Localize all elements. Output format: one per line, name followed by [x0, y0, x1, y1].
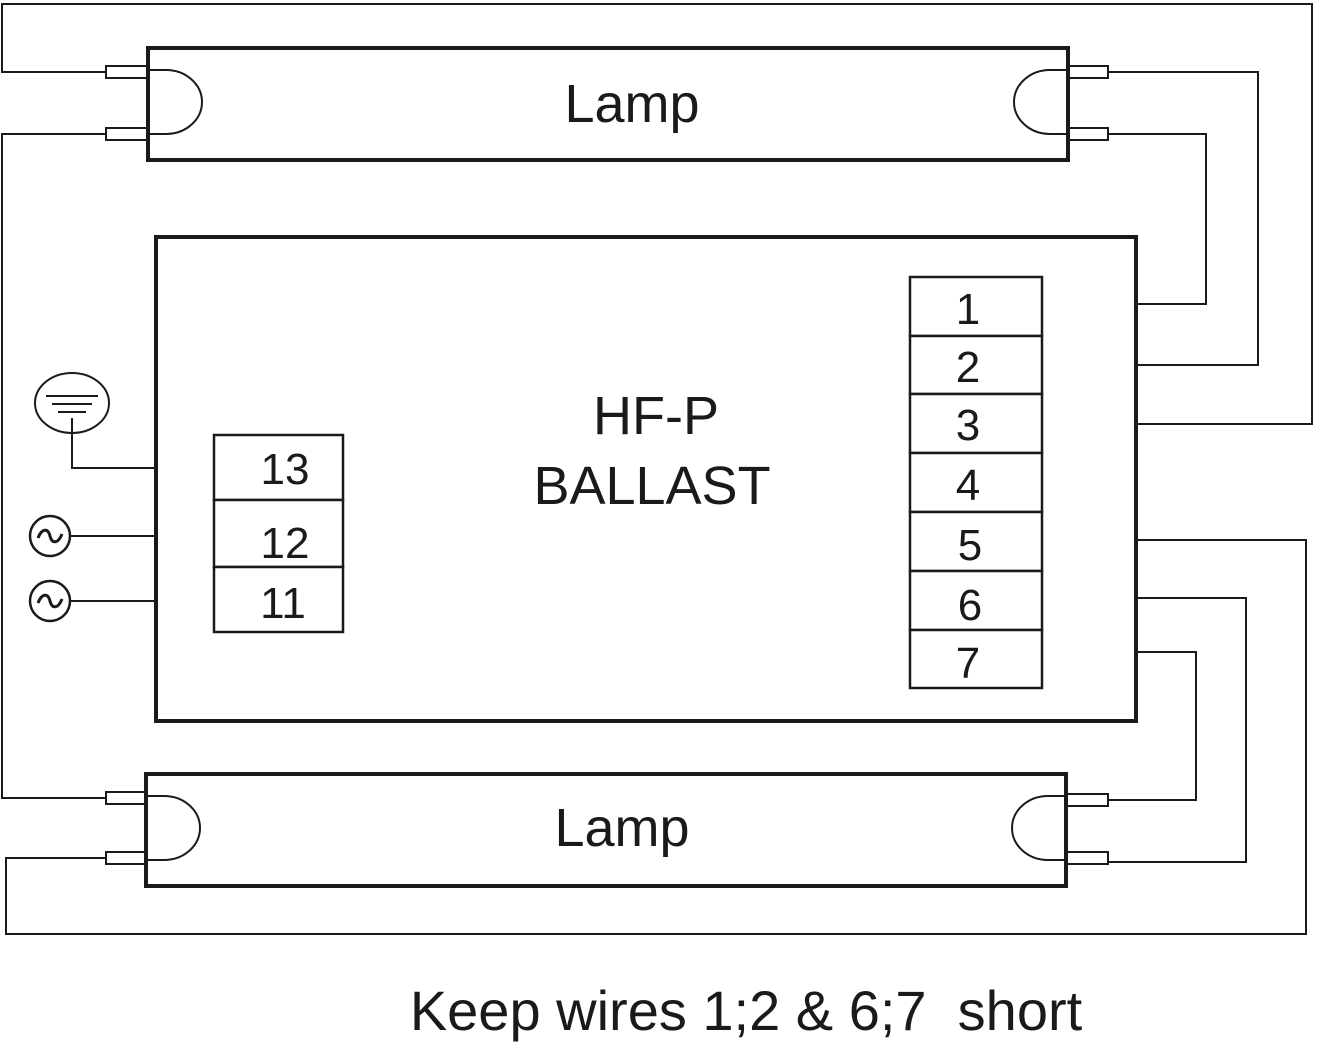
terminal-5	[908, 510, 1044, 573]
terminal-11	[212, 565, 345, 634]
terminal-1	[908, 275, 1044, 338]
ground-symbol-icon	[34, 372, 110, 434]
ballast-label-model: HF-P	[593, 386, 719, 446]
terminal-block-input: 13 12 11	[212, 433, 345, 634]
terminal-label: 1	[956, 285, 980, 334]
terminal-6	[908, 569, 1044, 632]
lamp-pin	[105, 791, 147, 805]
lamp-tube	[146, 46, 1070, 162]
lamp-end-cap	[150, 69, 203, 135]
terminal-12	[212, 498, 345, 569]
terminal-label: 2	[956, 343, 980, 392]
lamp-tube	[144, 772, 1068, 888]
lamp-pin	[105, 127, 149, 141]
terminal-label: 5	[958, 521, 982, 570]
ac-source-icon	[28, 514, 72, 558]
terminal-label: 4	[956, 461, 980, 510]
terminal-label: 6	[958, 581, 982, 630]
terminal-label: 3	[956, 401, 980, 450]
terminal-label: 12	[261, 519, 310, 568]
ballast-label-type: BALLAST	[533, 456, 770, 516]
terminal-label: 7	[956, 639, 980, 688]
terminal-label: 11	[260, 579, 306, 628]
lamp-end-cap	[1013, 69, 1066, 135]
lamp-pin	[1065, 851, 1109, 865]
lamp-bottom: Lamp	[105, 772, 1109, 888]
terminal-block-output: 1 2 3 4 5 6 7	[908, 275, 1044, 690]
lamp-pin	[1067, 65, 1109, 79]
wiring-note: Keep wires 1;2 & 6;7 short	[410, 979, 1083, 1042]
lamp-pin	[105, 65, 149, 79]
ac-source-icon	[28, 579, 72, 623]
terminal-label: 13	[261, 445, 310, 494]
lamp-end-cap	[1011, 795, 1064, 861]
terminal-3	[908, 392, 1044, 455]
lamp-label: Lamp	[564, 74, 699, 134]
lamp-pin	[105, 851, 147, 865]
terminal-7	[908, 628, 1044, 690]
lamp-label: Lamp	[554, 798, 689, 858]
wire-left-lamp-link	[1, 133, 106, 799]
wire-terminal-3	[1, 3, 1313, 425]
lamp-pin	[1067, 127, 1109, 141]
wire-terminal-5	[5, 539, 1307, 935]
lamp-pin	[1065, 793, 1109, 807]
wire-terminal-2	[1020, 71, 1259, 366]
terminal-13	[212, 433, 345, 502]
lamp-end-cap	[148, 795, 201, 861]
lamp-top: Lamp	[105, 46, 1109, 162]
terminal-2	[908, 334, 1044, 396]
